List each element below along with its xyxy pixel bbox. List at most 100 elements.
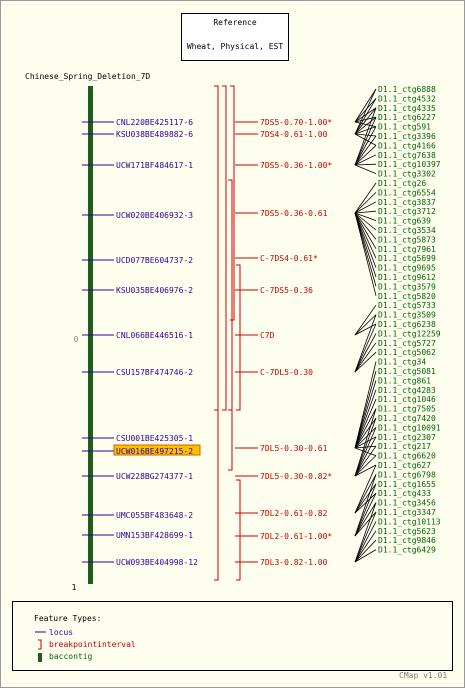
contig-label[interactable]: D1.1_ctg3712 <box>378 207 436 216</box>
version-label: CMap v1.01 <box>399 671 448 680</box>
contig-label[interactable]: D1.1_ctg3396 <box>378 132 436 141</box>
contig-label[interactable]: D1.1_ctg3509 <box>378 311 436 320</box>
interval-label[interactable]: 7DS4-0.61-1.00 <box>260 130 328 139</box>
interval-label[interactable]: 7DL3-0.82-1.00 <box>260 558 328 567</box>
locus-label[interactable]: UCW171BF484617-1 <box>116 161 193 170</box>
contig-label[interactable]: D1.1_ctg627 <box>378 461 431 470</box>
contig-label[interactable]: D1.1_ctg6620 <box>378 452 436 461</box>
contig-label[interactable]: D1.1_ctg5699 <box>378 254 436 263</box>
interval-label[interactable]: 7DL2-0.61-0.82 <box>260 509 328 518</box>
contig-label[interactable]: D1.1_ctg5062 <box>378 348 436 357</box>
contig-label[interactable]: D1.1_ctg5081 <box>378 367 436 376</box>
contig-label[interactable]: D1.1_ctg4335 <box>378 104 436 113</box>
contig-label[interactable]: D1.1_ctg10091 <box>378 423 441 432</box>
locus-label[interactable]: UMN153BF428699-1 <box>116 531 193 540</box>
contig-label[interactable]: D1.1_ctg3579 <box>378 282 436 291</box>
contig-label[interactable]: D1.1_ctg9846 <box>378 536 436 545</box>
contig-label[interactable]: D1.1_ctg3456 <box>378 499 436 508</box>
correspondence-line <box>354 88 377 123</box>
contig-label[interactable]: D1.1_ctg6798 <box>378 470 436 479</box>
locus-label[interactable]: CNL220BE425117-6 <box>116 118 193 127</box>
interval-label[interactable]: C7D <box>260 331 275 340</box>
correspondence-line <box>354 164 377 174</box>
contig-label[interactable]: D1.1_ctg7961 <box>378 245 436 254</box>
contig-label[interactable]: D1.1_ctg3347 <box>378 508 436 517</box>
correspondence-line <box>354 380 377 449</box>
contig-label[interactable]: D1.1_ctg1655 <box>378 480 436 489</box>
contig-label[interactable]: D1.1_ctg12259 <box>378 329 441 338</box>
contig-label[interactable]: D1.1_ctg7638 <box>378 151 436 160</box>
legend-title: Feature Types: <box>34 614 102 623</box>
interval-label[interactable]: C-7DS4-0.61* <box>260 254 318 263</box>
contig-label[interactable]: D1.1_ctg3837 <box>378 198 436 207</box>
reference-box[interactable]: Reference Wheat, Physical, EST <box>181 13 289 61</box>
comparative-map: 01CNL220BE425117-6KSU038BE489882-6UCW171… <box>72 85 441 592</box>
locus-label[interactable]: CNL066BE446516-1 <box>116 331 193 340</box>
contig-label[interactable]: D1.1_ctg34 <box>378 358 426 367</box>
locus-label[interactable]: KSU035BE406976-2 <box>116 286 193 295</box>
locus-label[interactable]: UMC055BF483648-2 <box>116 511 193 520</box>
contig-label[interactable]: D1.1_ctg9612 <box>378 273 436 282</box>
contig-label[interactable]: D1.1_ctg5820 <box>378 292 436 301</box>
locus-label[interactable]: UCW093BE404998-12 <box>116 558 198 567</box>
contig-label[interactable]: D1.1_ctg4283 <box>378 386 436 395</box>
contig-label[interactable]: D1.1_ctg10397 <box>378 160 441 169</box>
locus-label[interactable]: KSU038BE489882-6 <box>116 130 193 139</box>
interval-label[interactable]: 7DL2-0.61-1.00* <box>260 532 332 541</box>
contig-label[interactable]: D1.1_ctg7505 <box>378 405 436 414</box>
contig-label[interactable]: D1.1_ctg6227 <box>378 113 436 122</box>
contig-label[interactable]: D1.1_ctg5623 <box>378 527 436 536</box>
contig-label[interactable]: D1.1_ctg5733 <box>378 301 436 310</box>
contig-label[interactable]: D1.1_ctg6238 <box>378 320 436 329</box>
locus-label[interactable]: UCW020BE406932-3 <box>116 211 193 220</box>
contig-label[interactable]: D1.1_ctg433 <box>378 489 431 498</box>
contig-label[interactable]: D1.1_ctg1046 <box>378 395 436 404</box>
locus-label[interactable]: CSU001BE425305-1 <box>116 434 193 443</box>
contig-label[interactable]: D1.1_ctg6429 <box>378 546 436 555</box>
contig-label[interactable]: D1.1_ctg4166 <box>378 141 436 150</box>
reference-map-set[interactable]: Wheat, Physical, EST <box>186 42 284 51</box>
correspondence-line <box>354 212 377 278</box>
contig-label[interactable]: D1.1_ctg6888 <box>378 85 436 94</box>
contig-label[interactable]: D1.1_ctg5727 <box>378 339 436 348</box>
interval-label[interactable]: 7DS5-0.70-1.00* <box>260 118 332 127</box>
interval-label[interactable]: 7DS5-0.36-0.61 <box>260 209 328 218</box>
contig-label[interactable]: D1.1_ctg591 <box>378 123 431 132</box>
correspondence-line <box>354 212 377 231</box>
contig-label[interactable]: D1.1_ctg10113 <box>378 517 441 526</box>
locus-highlight <box>113 444 201 456</box>
contig-label[interactable]: D1.1_ctg217 <box>378 442 431 451</box>
map-title[interactable]: Chinese_Spring_Deletion_7D <box>25 72 151 81</box>
correspondence-line <box>354 502 377 537</box>
contig-label[interactable]: D1.1_ctg7420 <box>378 414 436 423</box>
correspondence-line <box>354 117 377 166</box>
contig-label[interactable]: D1.1_ctg4532 <box>378 94 436 103</box>
locus-label[interactable]: CSU157BF474746-2 <box>116 368 193 377</box>
correspondence-line <box>354 455 377 477</box>
interval-bracket <box>228 179 233 411</box>
interval-bracket <box>222 85 227 411</box>
interval-label[interactable]: 7DS5-0.36-1.00* <box>260 161 332 170</box>
contig-label[interactable]: D1.1_ctg861 <box>378 376 431 385</box>
interval-label[interactable]: C-7DS5-0.36 <box>260 286 313 295</box>
interval-label[interactable]: C-7DL5-0.30 <box>260 368 313 377</box>
correspondence-line <box>354 212 377 259</box>
locus-label[interactable]: UCW228BG274377-1 <box>116 472 193 481</box>
locus-label[interactable]: UCW016BE497215-2 <box>116 447 193 456</box>
correspondence-line <box>354 511 377 537</box>
correspondence-line <box>354 361 377 449</box>
contig-label[interactable]: D1.1_ctg6554 <box>378 188 436 197</box>
contig-label[interactable]: D1.1_ctg9695 <box>378 264 436 273</box>
correspondence-line <box>354 539 377 563</box>
locus-label[interactable]: UCD077BE604737-2 <box>116 256 193 265</box>
contig-label[interactable]: D1.1_ctg639 <box>378 217 431 226</box>
contig-label[interactable]: D1.1_ctg3302 <box>378 170 436 179</box>
correspondence-line <box>354 408 377 477</box>
contig-label[interactable]: D1.1_ctg5873 <box>378 235 436 244</box>
contig-label[interactable]: D1.1_ctg26 <box>378 179 426 188</box>
correspondence-line <box>354 464 377 514</box>
contig-label[interactable]: D1.1_ctg3534 <box>378 226 436 235</box>
interval-label[interactable]: 7DL5-0.30-0.82* <box>260 472 332 481</box>
contig-label[interactable]: D1.1_ctg2307 <box>378 433 436 442</box>
interval-label[interactable]: 7DL5-0.30-0.61 <box>260 444 328 453</box>
